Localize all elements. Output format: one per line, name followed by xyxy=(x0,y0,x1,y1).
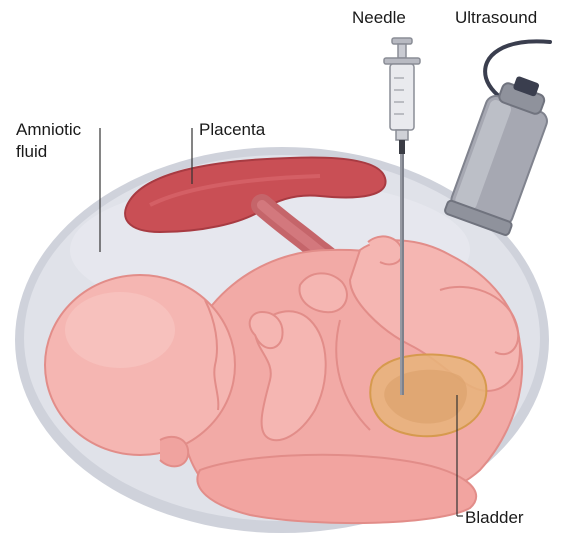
bladder xyxy=(370,354,486,436)
needle-label: Needle xyxy=(352,8,406,28)
amniotic-fluid-label-line2: fluid xyxy=(16,142,47,162)
amniotic-fluid-label-line1: Amniotic xyxy=(16,120,81,140)
ultrasound-label: Ultrasound xyxy=(455,8,537,28)
placenta-label: Placenta xyxy=(199,120,265,140)
ultrasound-probe xyxy=(444,41,561,236)
bladder-label: Bladder xyxy=(465,508,524,528)
